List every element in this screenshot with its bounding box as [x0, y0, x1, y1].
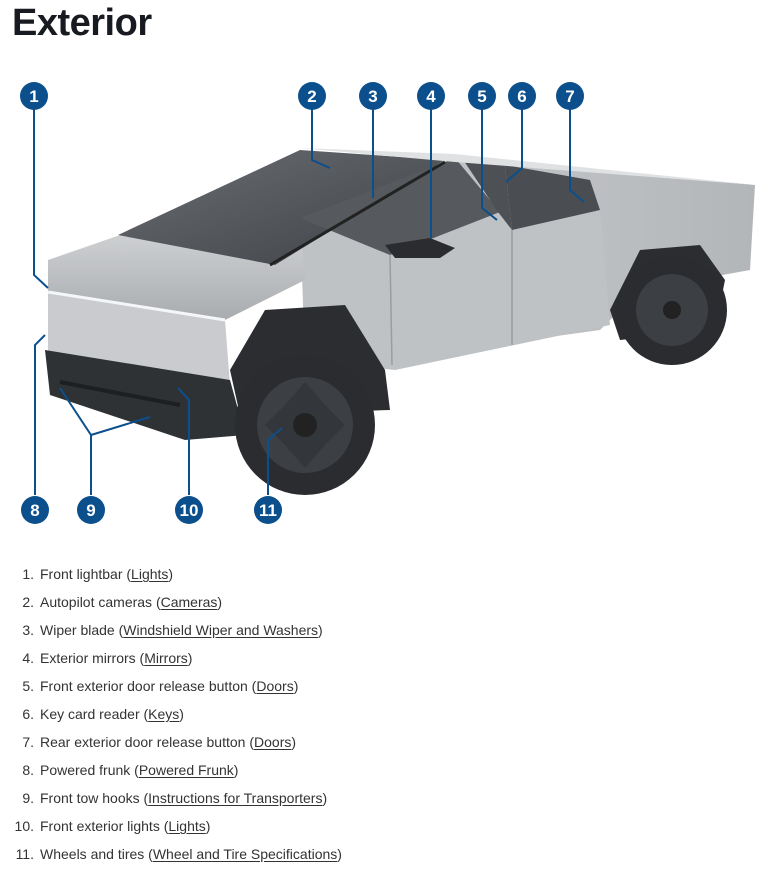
- svg-text:10: 10: [180, 501, 199, 520]
- svg-text:3: 3: [368, 87, 377, 106]
- list-item: 9.Front tow hooks (Instructions for Tran…: [0, 786, 782, 814]
- callout-11: 11: [254, 496, 282, 524]
- svg-text:4: 4: [426, 87, 436, 106]
- svg-text:9: 9: [86, 501, 95, 520]
- list-item: 5.Front exterior door release button (Do…: [0, 674, 782, 702]
- item-number: 8.: [22, 762, 34, 778]
- list-item: 10.Front exterior lights (Lights): [0, 814, 782, 842]
- front-wheel: [235, 355, 375, 495]
- item-label: Exterior mirrors: [40, 650, 136, 666]
- callout-4: 4: [417, 82, 445, 110]
- item-label: Front tow hooks: [40, 790, 140, 806]
- list-item: 4.Exterior mirrors (Mirrors): [0, 646, 782, 674]
- svg-text:11: 11: [259, 501, 277, 520]
- callout-7: 7: [556, 82, 584, 110]
- callout-8: 8: [21, 496, 49, 524]
- callout-3: 3: [359, 82, 387, 110]
- list-item: 2.Autopilot cameras (Cameras): [0, 590, 782, 618]
- callout-2: 2: [298, 82, 326, 110]
- item-number: 2.: [22, 594, 34, 610]
- callout-10: 10: [175, 496, 203, 524]
- rear-wheel: [617, 255, 727, 365]
- svg-text:7: 7: [565, 87, 574, 106]
- item-label: Wheels and tires: [40, 846, 145, 862]
- callout-1: 1: [20, 82, 48, 110]
- mirrors-link[interactable]: Mirrors: [144, 650, 188, 666]
- parts-list: 1.Front lightbar (Lights) 2.Autopilot ca…: [0, 562, 782, 870]
- lights-link[interactable]: Lights: [131, 566, 169, 582]
- cameras-link[interactable]: Cameras: [160, 594, 218, 610]
- list-item: 1.Front lightbar (Lights): [0, 562, 782, 590]
- item-label: Front exterior door release button: [40, 678, 248, 694]
- item-label: Autopilot cameras: [40, 594, 153, 610]
- svg-text:5: 5: [477, 87, 486, 106]
- wheel-tire-specs-link[interactable]: Wheel and Tire Specifications: [152, 846, 338, 862]
- item-number: 6.: [22, 706, 34, 722]
- item-label: Front exterior lights: [40, 818, 160, 834]
- item-number: 11.: [15, 846, 34, 862]
- keys-link[interactable]: Keys: [148, 706, 180, 722]
- item-number: 1.: [22, 566, 34, 582]
- transporters-link[interactable]: Instructions for Transporters: [148, 790, 323, 806]
- item-label: Rear exterior door release button: [40, 734, 246, 750]
- vehicle-exterior-diagram: 1 2 3 4 5 6 7 8: [0, 70, 782, 540]
- page-title: Exterior: [12, 2, 152, 44]
- item-label: Wiper blade: [40, 622, 115, 638]
- item-number: 5.: [22, 678, 34, 694]
- item-label: Key card reader: [40, 706, 140, 722]
- lights-link[interactable]: Lights: [168, 818, 206, 834]
- doors-link[interactable]: Doors: [256, 678, 294, 694]
- list-item: 7.Rear exterior door release button (Doo…: [0, 730, 782, 758]
- list-item: 3.Wiper blade (Windshield Wiper and Wash…: [0, 618, 782, 646]
- vehicle-illustration: 1 2 3 4 5 6 7 8: [20, 82, 755, 524]
- callout-6: 6: [508, 82, 536, 110]
- windshield-wiper-link[interactable]: Windshield Wiper and Washers: [123, 622, 319, 638]
- item-number: 10.: [14, 818, 34, 834]
- svg-text:8: 8: [30, 501, 39, 520]
- callout-leaders: [33, 108, 585, 495]
- callout-5: 5: [468, 82, 496, 110]
- item-number: 7.: [22, 734, 34, 750]
- item-number: 9.: [22, 790, 34, 806]
- list-item: 6.Key card reader (Keys): [0, 702, 782, 730]
- item-number: 3.: [22, 622, 34, 638]
- powered-frunk-link[interactable]: Powered Frunk: [138, 762, 234, 778]
- item-label: Front lightbar: [40, 566, 123, 582]
- svg-text:1: 1: [29, 87, 38, 106]
- svg-text:6: 6: [517, 87, 526, 106]
- svg-text:2: 2: [307, 87, 316, 106]
- doors-link[interactable]: Doors: [254, 734, 292, 750]
- item-number: 4.: [22, 650, 34, 666]
- item-label: Powered frunk: [40, 762, 131, 778]
- list-item: 11.Wheels and tires (Wheel and Tire Spec…: [0, 842, 782, 870]
- list-item: 8.Powered frunk (Powered Frunk): [0, 758, 782, 786]
- callout-9: 9: [77, 496, 105, 524]
